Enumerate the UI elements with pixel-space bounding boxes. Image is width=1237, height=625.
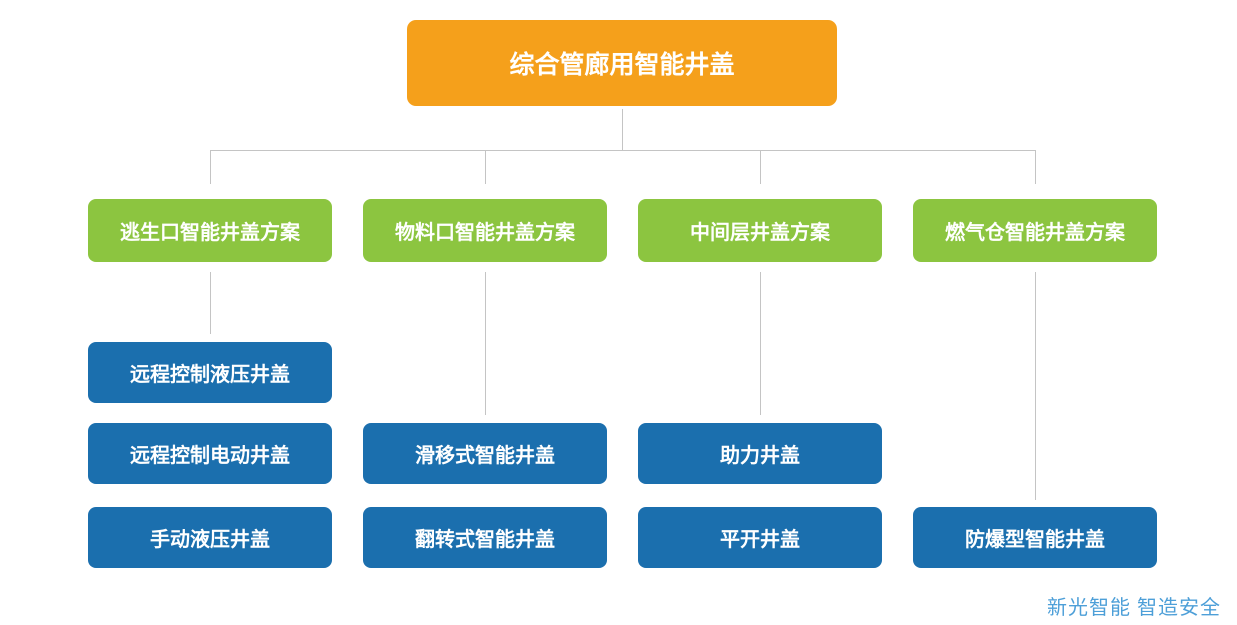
leaf-node-label: 手动液压井盖 <box>150 529 270 551</box>
leaf-node-label: 远程控制电动井盖 <box>130 445 290 467</box>
footer-tagline: 新光智能 智造安全 <box>1047 597 1221 619</box>
leaf-node-remote-hydraulic: 远程控制液压井盖 <box>88 342 332 403</box>
leaf-node-label: 滑移式智能井盖 <box>415 445 555 467</box>
leaf-node-manual-hydraulic: 手动液压井盖 <box>88 507 332 568</box>
branch-node-middle-layer: 中间层井盖方案 <box>638 199 882 262</box>
connector-drop-branch-1 <box>210 151 211 184</box>
root-node-label: 综合管廊用智能井盖 <box>509 51 735 79</box>
leaf-node-side-hinged: 平开井盖 <box>638 507 882 568</box>
leaf-node-explosion-proof: 防爆型智能井盖 <box>913 507 1157 568</box>
branch-node-gas-compartment: 燃气仓智能井盖方案 <box>913 199 1157 262</box>
leaf-node-label: 平开井盖 <box>720 529 800 551</box>
leaf-node-label: 翻转式智能井盖 <box>415 529 555 551</box>
leaf-node-remote-electric: 远程控制电动井盖 <box>88 423 332 484</box>
connector-branch-4-children <box>1035 272 1036 500</box>
leaf-node-power-assist: 助力井盖 <box>638 423 882 484</box>
connector-drop-branch-2 <box>485 151 486 184</box>
leaf-node-sliding-smart: 滑移式智能井盖 <box>363 423 607 484</box>
connector-drop-branch-3 <box>760 151 761 184</box>
connector-branch-1-children <box>210 272 211 334</box>
root-node: 综合管廊用智能井盖 <box>407 20 837 106</box>
branch-node-material-port: 物料口智能井盖方案 <box>363 199 607 262</box>
branch-node-label: 中间层井盖方案 <box>690 222 830 244</box>
branch-node-label: 逃生口智能井盖方案 <box>120 222 300 244</box>
branch-node-label: 燃气仓智能井盖方案 <box>945 222 1125 244</box>
connector-drop-branch-4 <box>1035 151 1036 184</box>
connector-horizontal-bar <box>210 150 1036 151</box>
leaf-node-flip-smart: 翻转式智能井盖 <box>363 507 607 568</box>
branch-node-escape-exit: 逃生口智能井盖方案 <box>88 199 332 262</box>
leaf-node-label: 远程控制液压井盖 <box>130 364 290 386</box>
leaf-node-label: 防爆型智能井盖 <box>965 529 1105 551</box>
connector-root-stem <box>622 109 623 150</box>
branch-node-label: 物料口智能井盖方案 <box>395 222 575 244</box>
leaf-node-label: 助力井盖 <box>720 445 800 467</box>
connector-branch-2-children <box>485 272 486 415</box>
connector-branch-3-children <box>760 272 761 415</box>
